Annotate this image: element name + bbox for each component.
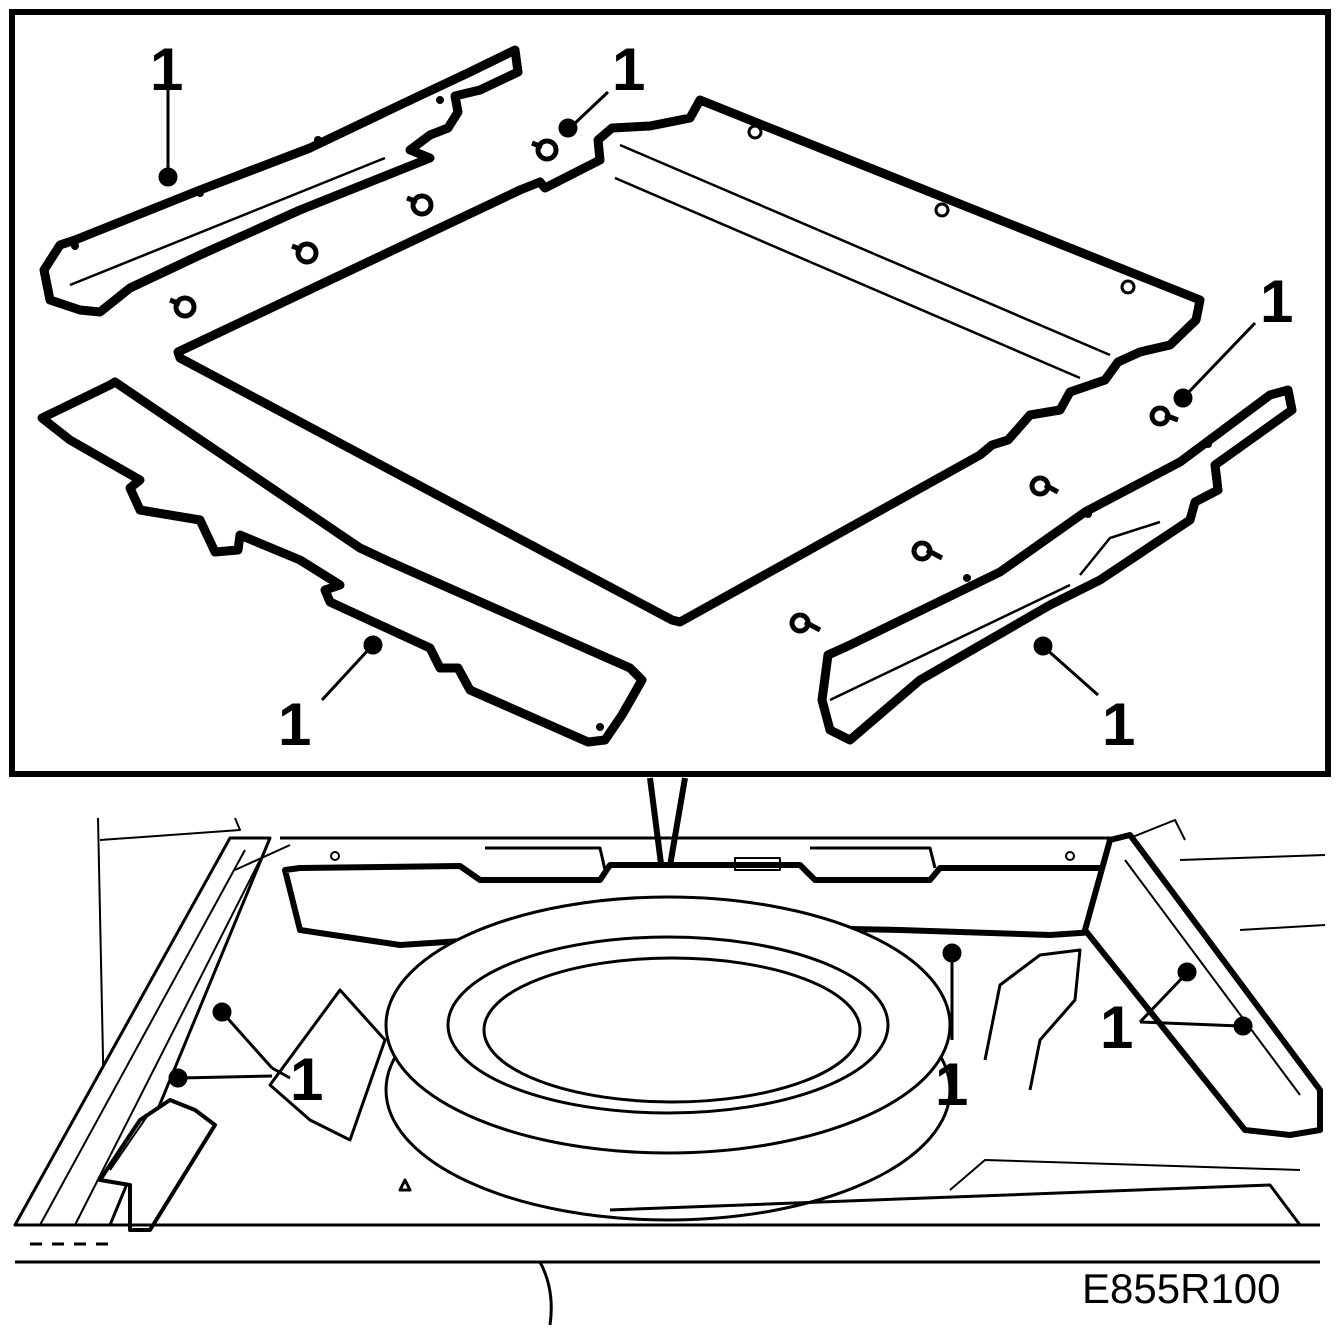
strip-dot xyxy=(436,96,444,104)
right-wheelhouse xyxy=(983,948,1082,1091)
strip-dot xyxy=(596,723,604,731)
strip-dot xyxy=(841,644,849,652)
left-rail-edge xyxy=(74,859,261,1226)
body-line xyxy=(1239,924,1326,931)
spare-wheel-hub xyxy=(482,956,862,1104)
rear-panel-slot xyxy=(485,846,937,871)
floor-pin xyxy=(398,1178,412,1192)
callout-1-bottom-right: 1 xyxy=(1102,691,1135,758)
callout-1-bottom-left: 1 xyxy=(278,691,311,758)
strip-dot xyxy=(1204,440,1212,448)
callout-1-lower-left: 1 xyxy=(290,1046,323,1113)
strip-fold-line xyxy=(829,583,1071,702)
leader-lines-vehicle xyxy=(168,943,1253,1088)
spare-wheel-rim xyxy=(384,895,952,1155)
mat-fold-line-1 xyxy=(619,143,1111,357)
body-line xyxy=(97,817,105,1106)
left-rail-edge xyxy=(234,844,291,871)
strip-inner-edge xyxy=(1079,520,1161,576)
left-rail-edge xyxy=(39,849,246,1226)
panel-hole xyxy=(1065,851,1075,861)
panel-hole xyxy=(330,851,340,861)
strip-dot xyxy=(963,574,971,582)
body-line xyxy=(1179,854,1326,861)
right-side-strip xyxy=(817,385,1297,745)
mat-fold-line-2 xyxy=(614,176,1081,380)
strip-dot xyxy=(196,189,204,197)
right-rail-edge xyxy=(1124,859,1301,1096)
callout-1-lower-center: 1 xyxy=(935,1051,968,1118)
spare-wheel-inner xyxy=(446,935,890,1115)
callout-1-top-center: 1 xyxy=(612,36,645,103)
trunk-sill xyxy=(15,1223,1320,1264)
rear-left-strip xyxy=(37,377,647,747)
clip-icon xyxy=(169,138,559,319)
callout-1-top-left: 1 xyxy=(150,36,183,103)
strip-dot xyxy=(71,242,79,250)
leader-lines xyxy=(158,90,1257,702)
strip-dot xyxy=(314,136,322,144)
left-bracket-edge xyxy=(109,1111,151,1171)
floor-edge xyxy=(949,1159,1301,1191)
mat-hole xyxy=(1120,279,1136,295)
clip-icon xyxy=(789,405,1179,634)
right-side-rail xyxy=(1082,832,1323,1138)
sill-lip xyxy=(609,1183,1302,1226)
callout-1-right-upper: 1 xyxy=(1260,268,1293,335)
mat-hole xyxy=(934,202,950,218)
bumper-line xyxy=(538,1261,553,1326)
figure-reference-code: E855R100 xyxy=(1082,1265,1281,1312)
tool-bag xyxy=(268,988,387,1142)
body-line xyxy=(1129,819,1186,841)
panel-lock xyxy=(734,857,781,871)
trunk-view: 1 1 1 xyxy=(13,817,1326,1326)
body-line xyxy=(99,817,241,841)
strip-fold-line xyxy=(69,156,386,287)
strip-dot xyxy=(1084,510,1092,518)
callout-1-lower-right: 1 xyxy=(1100,994,1133,1061)
detail-inset: 1 1 1 1 1 xyxy=(9,9,1331,896)
mat-hole xyxy=(747,124,763,140)
floor-mat xyxy=(173,95,1205,627)
